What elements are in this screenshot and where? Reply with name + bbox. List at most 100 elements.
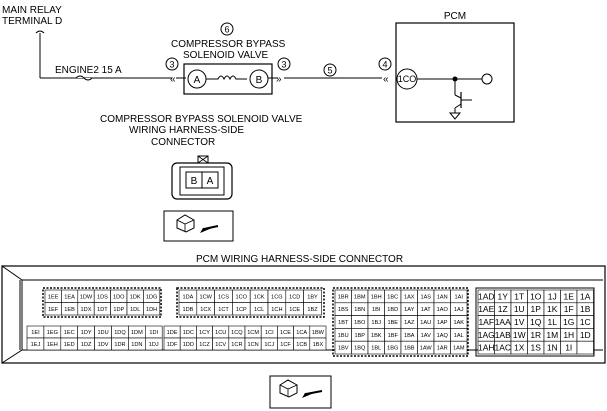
pin-label: 1BJ: [371, 320, 381, 326]
pin-label: 1BF: [388, 333, 399, 339]
pin-label: 1DZ: [81, 342, 92, 348]
valve-label-2: SOLENOID VALVE: [183, 50, 269, 61]
pin-label: 1AU: [420, 320, 431, 326]
pcm-box: [395, 22, 515, 123]
pin-label: 1BW: [312, 330, 325, 336]
pin-label: 1DC: [183, 330, 194, 336]
pin-label: 1CM: [247, 330, 259, 336]
pin-label: 1AO: [437, 307, 449, 313]
pin-label: 1CP: [236, 307, 247, 313]
valve-connector-pin-b: B: [191, 176, 198, 187]
callout-3-right: [277, 57, 291, 71]
pin-label: 1DN: [131, 342, 142, 348]
pin-label: 1O: [530, 291, 542, 301]
view-direction-icon-pcm: [269, 375, 332, 409]
pin-label: 1Q: [530, 317, 542, 327]
pin-label: 1CV: [215, 342, 226, 348]
pin-label: 1DR: [114, 342, 125, 348]
pin-label: 1AA: [495, 317, 511, 327]
valve-pin-b: [249, 69, 269, 89]
pin-label: 1AT: [421, 307, 431, 313]
pin-label: 1DV: [98, 342, 109, 348]
pin-label: 1CZ: [199, 342, 210, 348]
valve-harness-connector: [171, 155, 233, 200]
pin-label: 1AN: [437, 294, 448, 300]
pin-label: 1CW: [199, 294, 212, 300]
pin-label: 1DE: [167, 330, 178, 336]
connector-mark-left: «: [170, 74, 176, 85]
pin-label: 1X: [514, 343, 525, 353]
valve-label-1: COMPRESSOR BYPASS: [171, 39, 286, 50]
pin-label: 1BQ: [354, 346, 366, 352]
callout-3-right-text: 3: [281, 60, 286, 70]
pin-label: 1DS: [97, 294, 108, 300]
pin-label: 1DU: [97, 330, 108, 336]
pin-label: 1AV: [421, 333, 431, 339]
pin-label: 1W: [513, 330, 526, 340]
pin-label: 1DG: [146, 294, 158, 300]
pin-label: 1J: [548, 291, 557, 301]
pin-label: 1T: [514, 291, 524, 301]
pcm-connector-mark: «: [383, 74, 389, 85]
pin-label: 1DO: [113, 294, 125, 300]
pin-label: 1F: [564, 304, 574, 314]
callout-3-left: [165, 57, 179, 71]
pcm-block4-frame: [475, 287, 595, 357]
fuse-symbol: [75, 75, 93, 81]
pin-label: 1DY: [81, 330, 92, 336]
pin-label: 1BS: [338, 307, 349, 313]
pin-label: 1AK: [453, 320, 464, 326]
pin-label: 1EA: [64, 294, 75, 300]
pin-label: 1AR: [437, 346, 448, 352]
pin-label: 1M: [546, 330, 558, 340]
pin-label: 1BT: [338, 320, 349, 326]
pin-label: 1AE: [478, 304, 494, 314]
pin-label: 1CX: [200, 307, 211, 313]
pin-label: 1S: [531, 343, 542, 353]
main-relay-label-1: MAIN RELAY: [2, 5, 62, 16]
pcm-block2-top-frame: [176, 287, 325, 318]
pcm-label: PCM: [444, 11, 466, 22]
pin-label: 1CT: [218, 307, 229, 313]
pin-label: 1E: [564, 291, 575, 301]
pin-label: 1L: [548, 317, 558, 327]
pin-label: 1AW: [420, 346, 433, 352]
pin-label: 1AB: [495, 330, 511, 340]
pcm-connector-label: PCM WIRING HARNESS-SIDE CONNECTOR: [196, 254, 403, 265]
pin-label: 1AM: [453, 346, 465, 352]
pin-label: 1ED: [64, 342, 75, 348]
pin-label: 1P: [531, 304, 542, 314]
pin-label: 1AG: [478, 330, 495, 340]
main-relay-break-symbol: [35, 30, 45, 34]
pin-cell: [450, 340, 468, 355]
pin-label: 1BC: [387, 294, 398, 300]
pin-cell: [576, 340, 594, 355]
pin-label: 1C: [580, 317, 591, 327]
pin-label: 1AS: [420, 294, 431, 300]
pin-label: 1AP: [437, 320, 448, 326]
pin-label: 1DP: [113, 307, 124, 313]
pcm-output-terminal: [481, 73, 493, 85]
pin-label: 1I: [565, 343, 572, 353]
pin-label: 1BX: [313, 342, 324, 348]
valve-pin-a-label: A: [194, 75, 201, 86]
pin-label: 1DD: [183, 342, 194, 348]
pin-label: 1EH: [47, 342, 58, 348]
pin-label: 1CR: [231, 342, 242, 348]
pin-label: 1EF: [48, 307, 59, 313]
pin-label: 1CJ: [264, 342, 274, 348]
pin-label: 1R: [530, 330, 541, 340]
pin-cell: [303, 302, 322, 316]
connector-mark-right: »: [276, 74, 282, 85]
pin-label: 1CL: [254, 307, 264, 313]
pin-label: 1Z: [498, 304, 508, 314]
harness-label-1: COMPRESSOR BYPASS SOLENOID VALVE: [100, 114, 303, 125]
pin-label: 1BZ: [307, 307, 318, 313]
pin-label: 1BK: [371, 333, 382, 339]
pin-label: 1AJ: [454, 307, 464, 313]
pin-label: 1BI: [372, 307, 381, 313]
pin-label: 1AQ: [437, 333, 449, 339]
callout-4: [378, 57, 392, 71]
